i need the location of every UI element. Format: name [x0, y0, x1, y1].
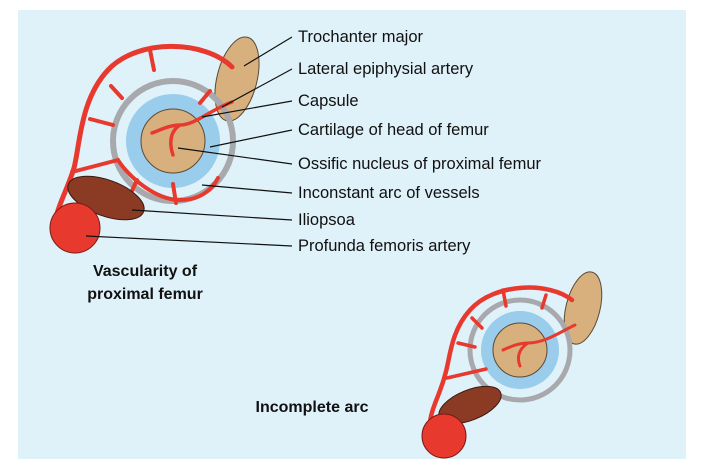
caption-main-line1: Vascularity of	[93, 263, 198, 280]
label-iliopsoa: Iliopsoa	[298, 211, 356, 229]
main-diagram	[50, 32, 267, 253]
label-lateral-epiphysial-artery: Lateral epiphysial artery	[298, 60, 474, 78]
ossific-nucleus	[141, 109, 205, 173]
label-cartilage: Cartilage of head of femur	[298, 121, 489, 139]
caption-incomplete-arc: Incomplete arc	[256, 399, 369, 416]
label-profunda: Profunda femoris artery	[298, 237, 471, 255]
label-capsule: Capsule	[298, 92, 359, 110]
profunda-femoris-artery-2	[422, 414, 466, 458]
label-trochanter-major: Trochanter major	[298, 28, 424, 46]
label-inconstant-arc: Inconstant arc of vessels	[298, 184, 480, 202]
profunda-femoris-artery	[50, 203, 100, 253]
trochanter-major-shape-2	[558, 268, 609, 348]
incomplete-arc-diagram	[422, 268, 608, 458]
label-ossific-nucleus: Ossific nucleus of proximal femur	[298, 155, 542, 173]
trochanter-major-shape	[207, 32, 267, 125]
caption-main-line2: proximal femur	[87, 286, 203, 303]
